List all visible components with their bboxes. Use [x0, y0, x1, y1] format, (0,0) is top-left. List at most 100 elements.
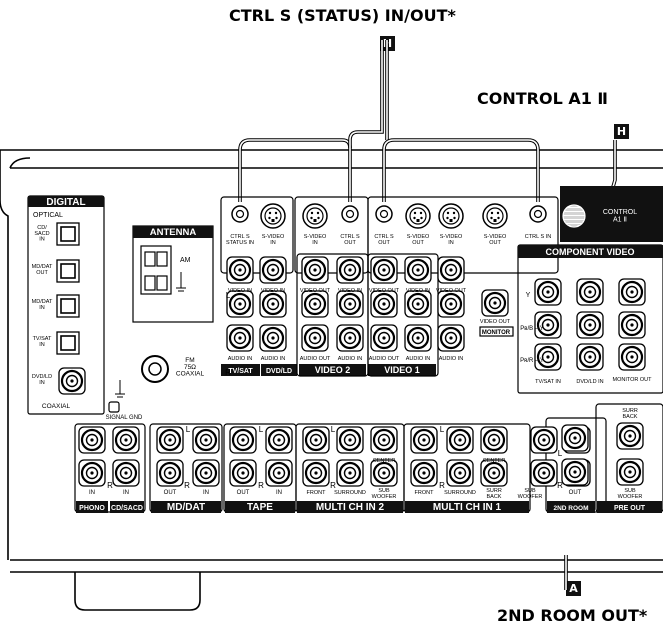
- audio-r-jack-6: [404, 324, 432, 352]
- component-pr-jack-2-pin: [588, 355, 592, 359]
- group-bar-1: [221, 364, 260, 376]
- bottom-lower-jack-3-pin: [168, 471, 172, 475]
- top-jack-8: [482, 203, 508, 229]
- component-pr-jack-1: [534, 343, 562, 371]
- ctrl-s-cable-b-inner: [383, 139, 539, 202]
- bottom-upper-jack-4-pin: [204, 438, 208, 442]
- optical-md-dat-out-port: [60, 263, 76, 279]
- mch1-surround-label: SURROUND: [444, 490, 476, 496]
- top-jack-3-pin: [317, 216, 320, 220]
- video-jack-2-pin: [271, 268, 275, 272]
- monitor-video-out-jack: [481, 289, 509, 317]
- cd-sacd-in-label: IN: [123, 490, 129, 496]
- bottom-upper-jack-1: [78, 426, 106, 454]
- sub-woofer-pre-out-jack: [616, 458, 644, 486]
- bottom-upper-jack-11: [446, 426, 474, 454]
- bottom-upper-jack-13: [530, 426, 558, 454]
- control-a1-jack: [562, 204, 586, 228]
- am-terminal-4: [156, 275, 168, 291]
- signal-gnd-label: SIGNAL GND: [106, 415, 143, 421]
- side-l-label: L: [226, 291, 231, 300]
- bottom-upper-jack-8: [336, 426, 364, 454]
- top-jack-5-hole: [379, 209, 389, 219]
- top-jack-1-hole: [235, 209, 245, 219]
- digital-title: DIGITAL: [46, 197, 85, 208]
- bottom-l-label-2: L: [259, 425, 264, 434]
- group-label-3: VIDEO 2: [315, 365, 351, 375]
- audio-l-jack-1-pin: [238, 302, 242, 306]
- optical-tv-sat-in-label: TV/SAT: [33, 336, 52, 342]
- tape-out-label: OUT: [237, 490, 250, 496]
- top-jack-6-key: [416, 219, 420, 222]
- component-y-jack-3-pin: [630, 290, 634, 294]
- digital-title-bar: [28, 196, 104, 207]
- top-jack-3-pin: [316, 211, 320, 215]
- second-room-r-jack-pin: [573, 470, 577, 474]
- component-video-title-bar: [518, 245, 663, 258]
- audio-r-jack-5-pin: [382, 336, 386, 340]
- bottom-upper-jack-11-pin: [458, 438, 462, 442]
- top-jack-8-label: OUT: [489, 240, 501, 246]
- h-badge-control-a1: H: [614, 124, 629, 139]
- top-jack-8-pin: [497, 216, 500, 220]
- group-bar-3: [299, 364, 366, 376]
- bottom-lower-jack-9: [370, 459, 398, 487]
- surr-back-pre-out-jack: [616, 422, 644, 450]
- top-jack-7-pin: [453, 216, 456, 220]
- second-room-out-callout: 2ND ROOM OUT*: [497, 606, 648, 625]
- top-jack-1-label: CTRL S: [230, 234, 250, 240]
- top-jack-6-pin: [413, 216, 416, 220]
- top-jack-5-label: OUT: [378, 240, 390, 246]
- bottom-r-label-1: R: [107, 481, 113, 490]
- video-jack-7-pin: [449, 268, 453, 272]
- mch2-sub-woofer-label: WOOFER: [372, 494, 397, 500]
- second-room-r-label: R: [557, 481, 563, 490]
- bottom-lower-jack-1-pin: [90, 471, 94, 475]
- bottom-r-label-3: R: [258, 481, 264, 490]
- bottom-upper-jack-12: [480, 426, 508, 454]
- audio-l-jack-4: [336, 290, 364, 318]
- bottom-group-label-7: 2ND ROOM: [553, 505, 588, 512]
- bottom-lower-jack-4: [192, 459, 220, 487]
- top-jack-5-label: CTRL S: [374, 234, 394, 240]
- top-jack-1: [231, 205, 249, 223]
- bottom-lower-jack-8-pin: [348, 471, 352, 475]
- control-a1-label: A1 Ⅱ: [613, 216, 627, 223]
- optical-md-dat-in: [56, 294, 80, 318]
- component-pb-jack-3: [618, 311, 646, 339]
- audio-jack-label-4: AUDIO IN: [338, 356, 362, 362]
- optical-md-dat-out-label: MD/DAT: [32, 264, 53, 270]
- bottom-lower-jack-6: [265, 459, 293, 487]
- coaxial-label: COAXIAL: [42, 403, 71, 410]
- bottom-l-label-4: L: [440, 425, 445, 434]
- top-jack-4-label: CTRL S: [340, 234, 360, 240]
- top-jack-7: [438, 203, 464, 229]
- top-jack-2-key: [271, 219, 275, 222]
- component-y-jack-2: [576, 278, 604, 306]
- top-jack-2-pin: [274, 211, 278, 215]
- bottom-upper-jack-10-pin: [422, 438, 426, 442]
- audio-r-jack-1-pin: [238, 336, 242, 340]
- md-dat-out-label: OUT: [164, 490, 177, 496]
- md-dat-in-label: IN: [203, 490, 209, 496]
- bottom-upper-jack-2-pin: [124, 438, 128, 442]
- top-jack-3-face: [306, 207, 324, 225]
- top-jack-6-face: [409, 207, 427, 225]
- component-pb-jack-2: [576, 311, 604, 339]
- am-terminal-1: [144, 251, 156, 267]
- optical-cd-sacd-in-port: [60, 226, 76, 242]
- audio-r-jack-4: [336, 324, 364, 352]
- bottom-group-label-2: CD/SACD: [111, 505, 143, 512]
- top-jack-1-label: STATUS IN: [226, 240, 254, 246]
- optical-cd-sacd-in-label: IN: [39, 237, 45, 243]
- bottom-group-bar-6: [405, 501, 529, 513]
- fm-jack-socket: [148, 362, 162, 376]
- top-jack-7-face: [442, 207, 460, 225]
- bottom-lower-jack-1: [78, 459, 106, 487]
- bottom-upper-jack-9: [370, 426, 398, 454]
- optical-tv-sat-in-label: IN: [39, 342, 45, 348]
- optical-cd-sacd-in-label: SACD: [34, 231, 49, 237]
- component-pr-jack-3: [618, 343, 646, 371]
- bottom-group-bar-4: [225, 501, 295, 513]
- bottom-l-label-1: L: [186, 425, 191, 434]
